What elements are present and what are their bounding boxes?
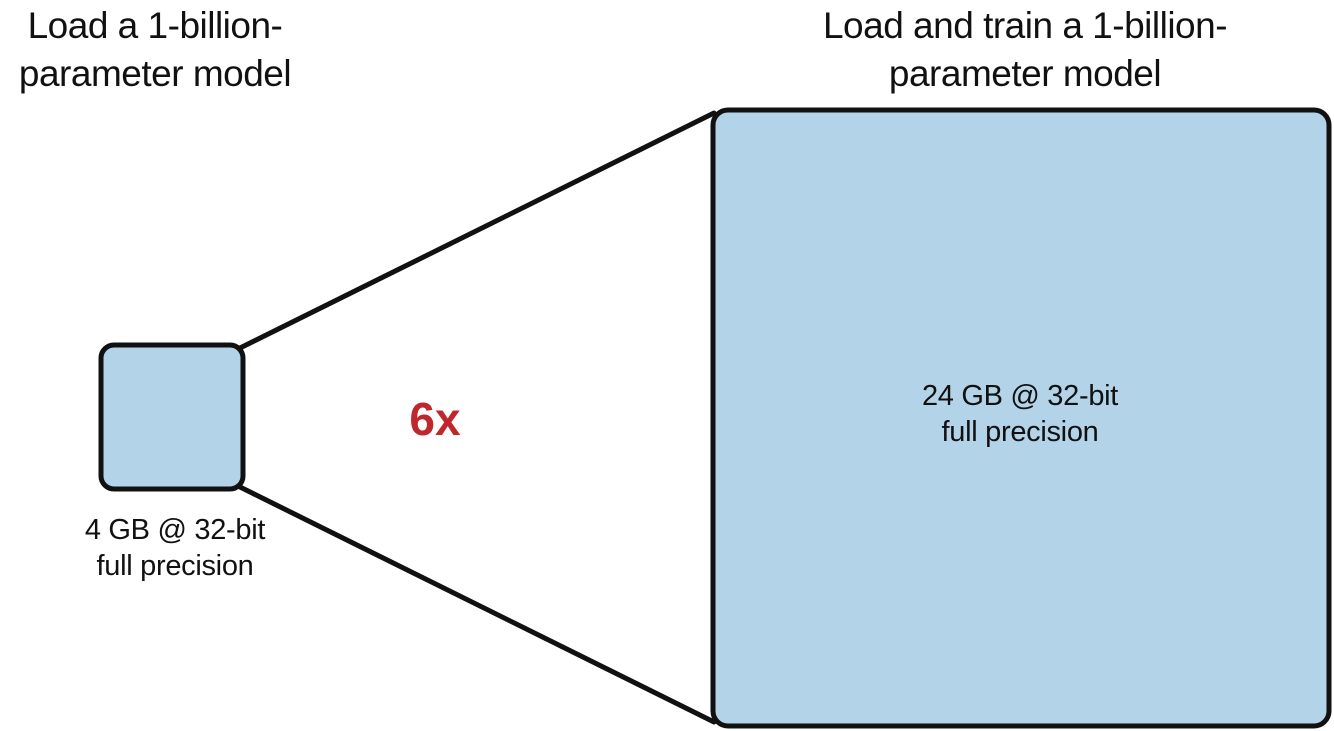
connector-line-bottom (237, 484, 717, 725)
right-title-line1: Load and train a 1-billion- (822, 5, 1228, 46)
large-caption-line1: 24 GB @ 32-bit (921, 380, 1119, 412)
left-title-line2: parameter model (18, 53, 292, 94)
small-caption-line2: full precision (96, 550, 254, 582)
right-title: Load and train a 1-billion- parameter mo… (770, 2, 1280, 98)
large-box-caption: 24 GB @ 32-bit full precision (880, 378, 1160, 450)
connector-line-top (237, 110, 717, 351)
multiplier-label: 6x (409, 393, 461, 445)
left-title-line1: Load a 1-billion- (27, 5, 283, 46)
left-title: Load a 1-billion- parameter model (0, 2, 310, 98)
right-title-line2: parameter model (888, 53, 1162, 94)
small-caption-line1: 4 GB @ 32-bit (84, 514, 266, 546)
small-memory-box (98, 342, 246, 492)
large-memory-box (710, 107, 1332, 729)
small-box-caption: 4 GB @ 32-bit full precision (60, 512, 290, 584)
large-caption-line2: full precision (941, 416, 1099, 448)
